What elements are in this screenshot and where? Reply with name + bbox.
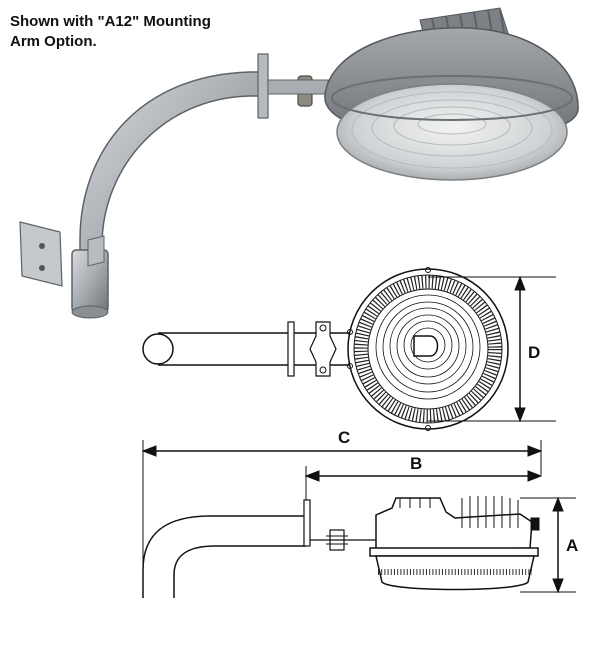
side-view-drawing bbox=[141, 440, 576, 598]
sleeve-end bbox=[71, 305, 109, 319]
top-view-drawing bbox=[142, 267, 556, 431]
product-caption: Shown with "A12" Mounting Arm Option. bbox=[10, 12, 280, 52]
side-housing bbox=[375, 497, 533, 551]
caption-line-1: Shown with "A12" Mounting bbox=[10, 13, 211, 30]
fixture-lens bbox=[336, 83, 568, 181]
arm-tube-end bbox=[142, 333, 174, 365]
arm-plate bbox=[257, 53, 269, 119]
wall-bracket bbox=[19, 221, 63, 287]
dimension-c-label: C bbox=[338, 428, 350, 447]
caption-line-2: Arm Option. bbox=[10, 33, 97, 50]
dimension-d-label: D bbox=[528, 343, 540, 362]
dimension-a-label: A bbox=[566, 536, 578, 555]
fixture-photo bbox=[19, 7, 579, 319]
dimension-b-label: B bbox=[410, 454, 422, 473]
